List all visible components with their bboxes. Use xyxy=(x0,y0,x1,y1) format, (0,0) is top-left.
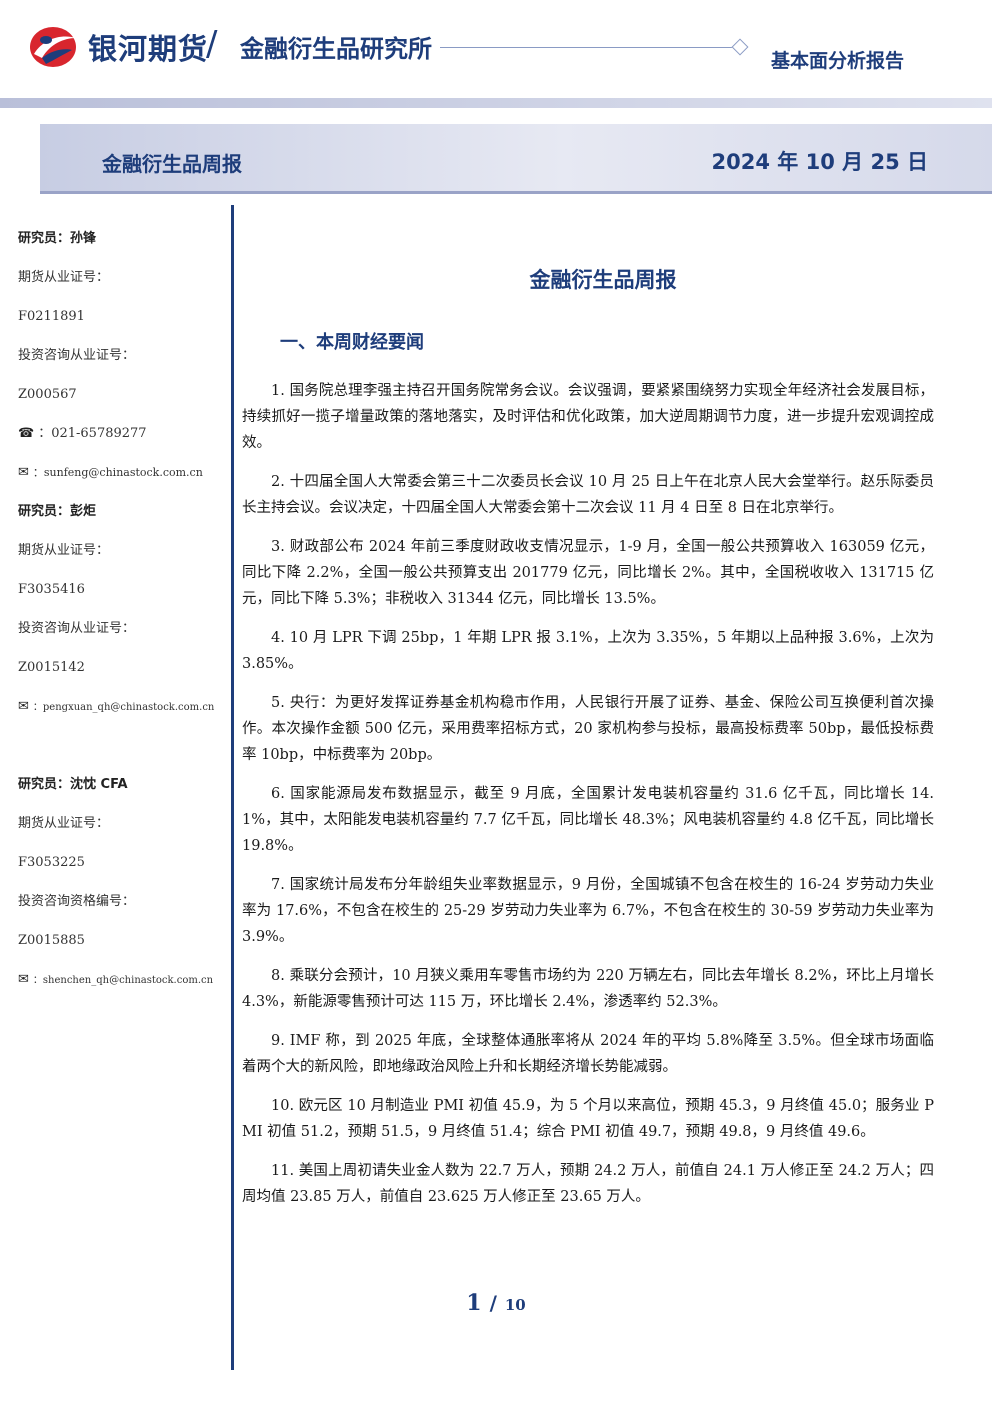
report-type: 基本面分析报告 xyxy=(771,50,905,72)
section-title: 一、本周财经要闻 xyxy=(280,332,424,353)
phone-icon: ☎ xyxy=(18,426,35,441)
email-row: ✉：pengxuan_qh@chinastock.com.cn xyxy=(18,693,223,732)
email-link[interactable]: ：shenchen_qh@chinastock.com.cn xyxy=(32,975,214,986)
email-link[interactable]: ：pengxuan_qh@chinastock.com.cn xyxy=(32,702,215,713)
page-total: 10 xyxy=(504,1296,526,1314)
license-number: F0211891 xyxy=(18,309,85,324)
page-title: 金融衍生品周报 xyxy=(529,268,677,292)
license-label: 期货从业证号： xyxy=(18,543,110,558)
email-row: ✉：shenchen_qh@chinastock.com.cn xyxy=(18,966,223,1005)
news-item: 1. 国务院总理李强主持召开国务院常务会议。会议强调，要紧紧围绕努力实现全年经济… xyxy=(242,383,934,451)
institute-name: 金融衍生品研究所 xyxy=(240,35,432,63)
news-item: 6. 国家能源局发布数据显示，截至 9 月底，全国累计发电装机容量约 31.6 … xyxy=(242,786,934,854)
researcher-name: 研究员：孙锋 xyxy=(18,231,97,246)
email-link[interactable]: ：sunfeng@chinastock.com.cn xyxy=(32,466,203,479)
report-date: 2024 年 10 月 25 日 xyxy=(711,150,928,174)
brand-name: 银河期货 xyxy=(88,32,209,66)
news-list: 1. 国务院总理李强主持召开国务院常务会议。会议强调，要紧紧围绕努力实现全年经济… xyxy=(242,378,934,1210)
page-current: 1 xyxy=(466,1290,482,1316)
page-number: 1 / 10 xyxy=(0,1290,992,1316)
brand-separator: / xyxy=(206,24,218,64)
mail-icon: ✉ xyxy=(18,699,29,714)
title-banner: 金融衍生品周报 2024 年 10 月 25 日 xyxy=(40,124,992,192)
news-item: 9. IMF 称，到 2025 年底，全球整体通胀率将从 2024 年的平均 5… xyxy=(242,1033,934,1075)
news-item: 11. 美国上周初请失业金人数为 22.7 万人，预期 24.2 万人，前值自 … xyxy=(242,1163,934,1205)
diamond-icon xyxy=(731,38,749,56)
email-row: ✉：sunfeng@chinastock.com.cn xyxy=(18,459,223,498)
consult-number: Z0015142 xyxy=(18,660,85,675)
page-header: 银河期货 / 金融衍生品研究所 基本面分析报告 xyxy=(0,0,992,98)
mail-icon: ✉ xyxy=(18,972,29,987)
page-separator: / xyxy=(489,1291,497,1315)
consult-label: 投资咨询资格编号： xyxy=(18,894,136,909)
main-content: 金融衍生品周报 一、本周财经要闻 1. 国务院总理李强主持召开国务院常务会议。会… xyxy=(242,262,934,1223)
phone-row: ☎：021-65789277 xyxy=(18,420,223,459)
header-stripe xyxy=(0,98,992,108)
sidebar-divider xyxy=(231,205,234,1370)
license-label: 期货从业证号： xyxy=(18,270,110,285)
banner-title: 金融衍生品周报 xyxy=(102,152,242,176)
researcher-name: 研究员：彭炬 xyxy=(18,504,97,519)
news-item: 2. 十四届全国人大常委会第三十二次委员长会议 10 月 25 日上午在北京人民… xyxy=(242,474,934,516)
mail-icon: ✉ xyxy=(18,465,29,480)
news-item: 8. 乘联分会预计，10 月狭义乘用车零售市场约为 220 万辆左右，同比去年增… xyxy=(242,968,934,1010)
phone-number: ：021-65789277 xyxy=(38,426,147,441)
news-item: 7. 国家统计局发布分年龄组失业率数据显示，9 月份，全国城镇不包含在校生的 1… xyxy=(242,877,934,945)
galaxy-logo-icon xyxy=(30,27,76,67)
banner-underline xyxy=(40,191,992,194)
consult-number: Z000567 xyxy=(18,387,77,402)
consult-label: 投资咨询从业证号： xyxy=(18,621,136,636)
researcher-name: 研究员：沈忱 CFA xyxy=(18,777,128,792)
consult-number: Z0015885 xyxy=(18,933,85,948)
researcher-sidebar: 研究员：孙锋 期货从业证号： F0211891 投资咨询从业证号： Z00056… xyxy=(18,225,223,1005)
license-number: F3053225 xyxy=(18,855,85,870)
header-divider xyxy=(440,47,732,48)
news-item: 10. 欧元区 10 月制造业 PMI 初值 45.9，为 5 个月以来高位，预… xyxy=(242,1098,934,1140)
sidebar-spacer xyxy=(18,732,223,771)
license-number: F3035416 xyxy=(18,582,85,597)
consult-label: 投资咨询从业证号： xyxy=(18,348,136,363)
news-item: 3. 财政部公布 2024 年前三季度财政收支情况显示，1-9 月，全国一般公共… xyxy=(242,539,934,607)
news-item: 4. 10 月 LPR 下调 25bp，1 年期 LPR 报 3.1%，上次为 … xyxy=(242,630,934,672)
news-item: 5. 央行：为更好发挥证券基金机构稳市作用，人民银行开展了证券、基金、保险公司互… xyxy=(242,695,934,763)
license-label: 期货从业证号： xyxy=(18,816,110,831)
